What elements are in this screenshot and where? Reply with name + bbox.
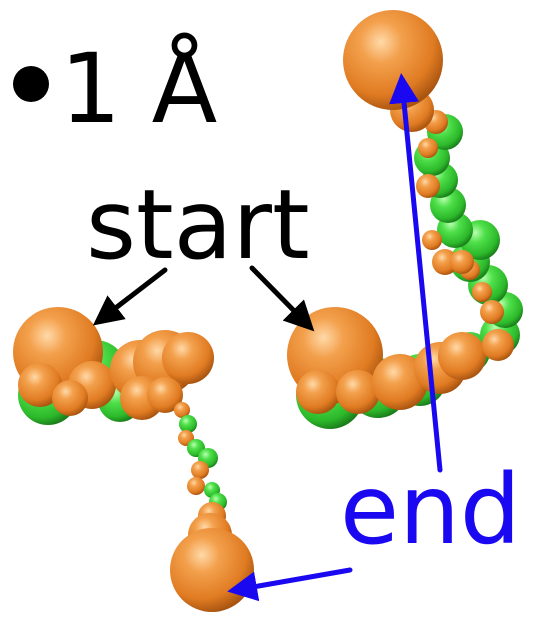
scale-label: 1 Å bbox=[60, 32, 217, 145]
end-arrows bbox=[227, 73, 443, 602]
start-label: start bbox=[86, 169, 310, 281]
end-arrow-left bbox=[227, 567, 353, 602]
end-arrow-right bbox=[389, 73, 443, 473]
start-arrow-right bbox=[249, 265, 315, 332]
end-label: end bbox=[340, 454, 521, 566]
start-arrow-left bbox=[92, 267, 168, 326]
left-tunnel bbox=[13, 307, 254, 612]
right-tunnel bbox=[287, 10, 523, 429]
start-arrows bbox=[92, 265, 315, 332]
scale-bullet bbox=[13, 66, 49, 102]
